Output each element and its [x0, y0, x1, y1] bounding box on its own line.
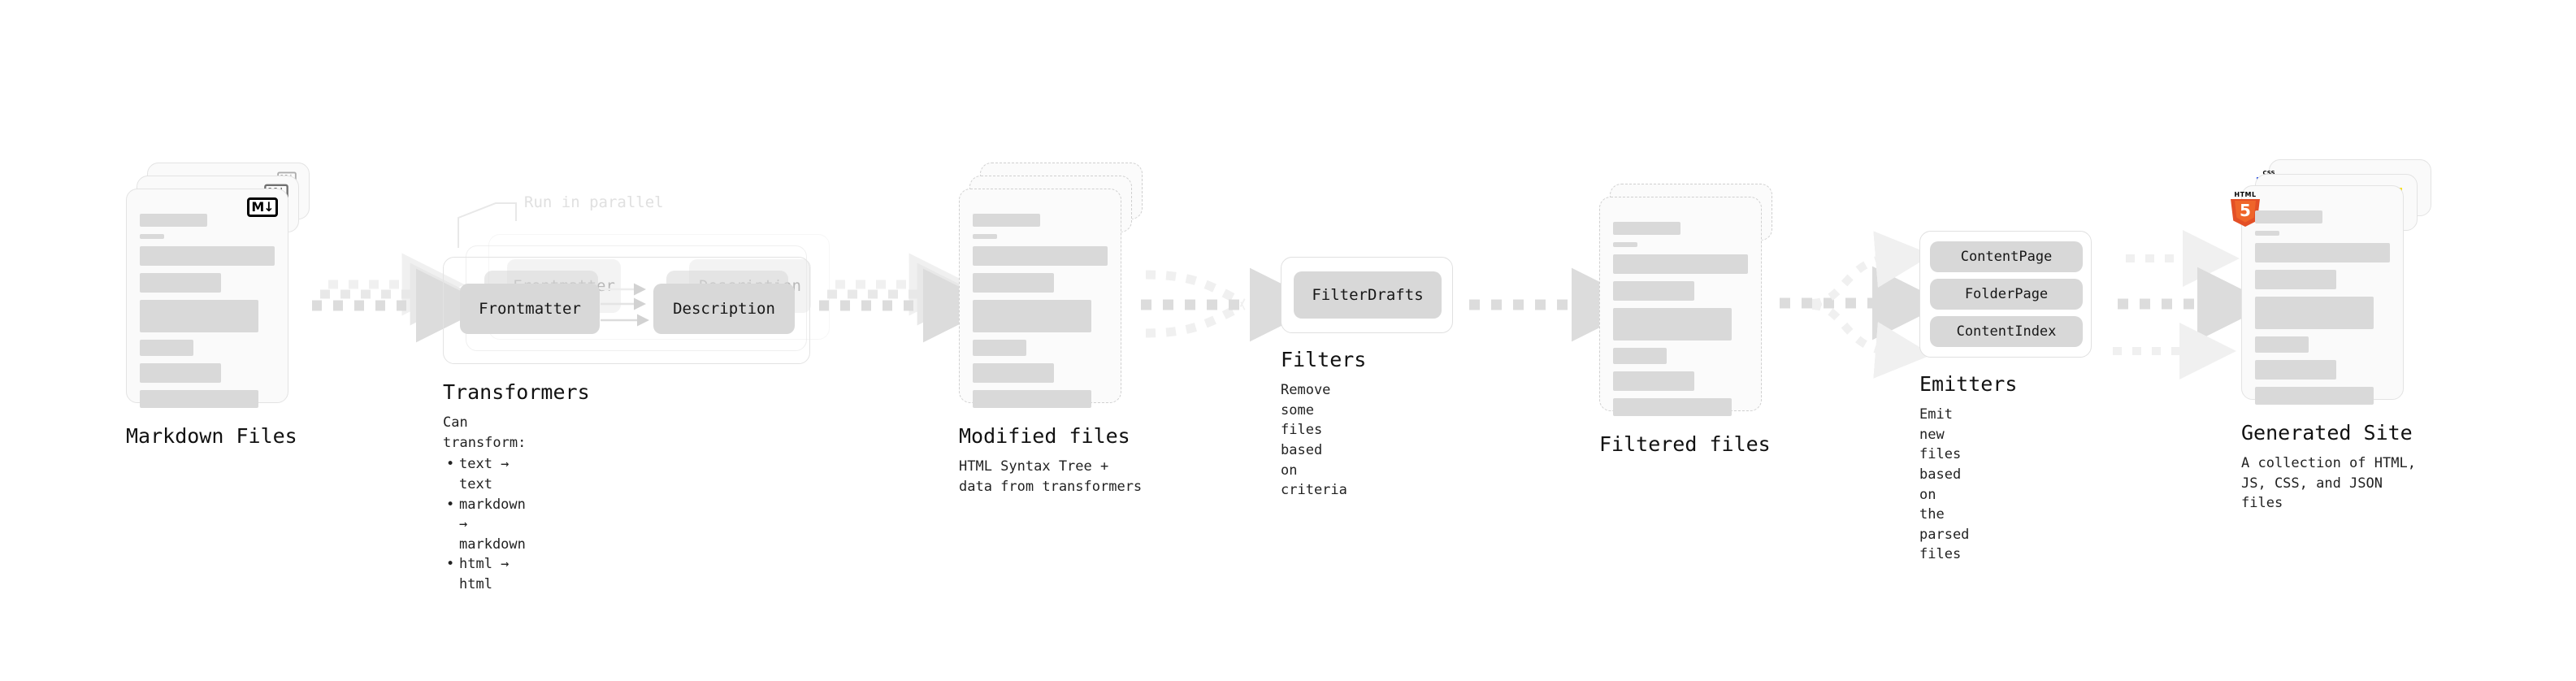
subtitle-modified-files: HTML Syntax Tree + data from transformer…: [959, 458, 1143, 495]
document-placeholder-lines: [2255, 210, 2390, 412]
subtitle-generated-site: A collection of HTML, JS, CSS, and JSON …: [2241, 455, 2416, 512]
stage-filtered-files: Filtered files: [1599, 171, 1786, 456]
stage-modified-files: Modified files HTML Syntax Tree + data f…: [959, 163, 1146, 495]
run-in-parallel-annotation: Run in parallel: [524, 193, 664, 211]
markdown-card-front: M↓: [126, 189, 288, 408]
emitter-chip-folderpage[interactable]: FolderPage: [1930, 279, 2083, 310]
html5-icon-number: 5: [2240, 201, 2251, 220]
document-placeholder-lines: [973, 214, 1108, 415]
transformer-chip-frontmatter[interactable]: Frontmatter: [460, 284, 600, 334]
emitter-chip-contentpage[interactable]: ContentPage: [1930, 241, 2083, 272]
transformer-panel-front: Frontmatter Description: [443, 257, 810, 364]
subtitle-emitters: Emit new files based on the parsed files: [1919, 406, 1970, 563]
transformers-capabilities-head: Can transform:: [443, 414, 527, 451]
page-title-transformers: Transformers: [443, 380, 590, 404]
css-icon-label: CSS: [2262, 170, 2275, 176]
transformer-chip-description[interactable]: Description: [653, 284, 795, 334]
filtered-card-front: [1599, 197, 1762, 416]
document-placeholder-lines: [140, 214, 275, 415]
page-title-generated-site: Generated Site: [2241, 421, 2413, 445]
modified-file-stack: [959, 163, 1146, 408]
page-title-filters: Filters: [1281, 348, 1367, 371]
emitters-box: ContentPage FolderPage ContentIndex: [1919, 231, 2092, 358]
filtered-file-stack: [1599, 171, 1786, 416]
filter-chip-filterdrafts[interactable]: FilterDrafts: [1294, 271, 1442, 319]
stage-markdown-files: M↓ M↓ M↓ Markdown Files: [126, 163, 313, 448]
page-title-modified-files: Modified files: [959, 424, 1130, 448]
generated-site-stack: CSS HTML 5: [2231, 159, 2431, 405]
arrow-markdown-to-transformers: [312, 253, 490, 343]
transformers-capabilities: Can transform: text → text markdown → ma…: [443, 413, 526, 595]
page-title-emitters: Emitters: [1919, 372, 2018, 396]
transformer-capability-item: html → html: [446, 554, 526, 594]
filters-box: FilterDrafts: [1281, 257, 1453, 333]
arrow-transformers-to-modified: [819, 253, 997, 343]
site-card-html: HTML 5: [2231, 185, 2404, 405]
stage-generated-site: CSS HTML 5: [2231, 159, 2431, 511]
document-placeholder-lines: [1613, 222, 1748, 423]
transformer-inner-arrows: [601, 283, 649, 327]
subtitle-filters: Remove some files based on criteria: [1281, 382, 1347, 499]
arrow-modified-to-filters: [1141, 267, 1324, 342]
modified-card-front: [959, 189, 1121, 408]
transformer-capability-item: text → text: [446, 454, 526, 494]
page-title-filtered-files: Filtered files: [1599, 432, 1771, 456]
markdown-file-stack: M↓ M↓ M↓: [126, 163, 313, 408]
page-title-markdown-files: Markdown Files: [126, 424, 297, 448]
html5-icon-word: HTML: [2234, 191, 2257, 198]
arrow-filtered-to-emitters: [1780, 231, 1946, 379]
markdown-icon: M↓: [247, 197, 278, 217]
transformer-capability-item: markdown → markdown: [446, 495, 526, 555]
emitter-chip-contentindex[interactable]: ContentIndex: [1930, 316, 2083, 347]
arrow-emitters-to-site: [2113, 230, 2271, 380]
